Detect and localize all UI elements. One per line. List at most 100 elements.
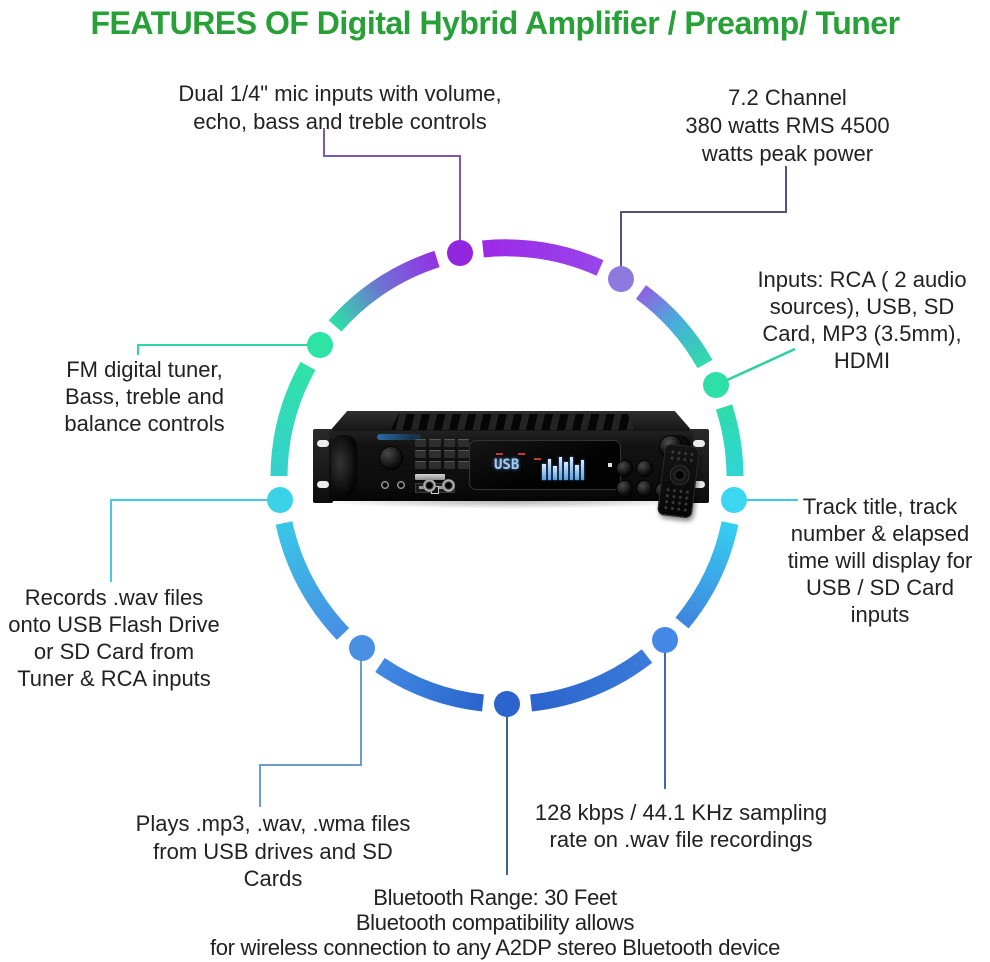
ring-dot-topright <box>608 266 634 292</box>
remote-buttons <box>668 448 695 465</box>
echo-knob <box>616 480 633 497</box>
spectrum-analyzer-bars <box>542 454 586 480</box>
panel-button <box>443 461 455 469</box>
callout-mic-inputs: Dual 1/4" mic inputs with volume, echo, … <box>120 80 560 136</box>
corner-handle-left <box>331 435 357 497</box>
callout-line: 7.2 Channel <box>728 85 847 110</box>
ring-dot-top <box>447 240 473 266</box>
mic-jack-3-5mm <box>381 481 389 489</box>
rack-hole <box>693 440 705 447</box>
callout-line: balance controls <box>64 411 225 436</box>
balance-knob <box>636 480 653 497</box>
bass-knob <box>616 460 633 477</box>
callout-line: Track title, track <box>802 494 958 519</box>
callout-line: FM digital tuner, <box>66 357 223 382</box>
remote-dpad <box>668 463 691 487</box>
ring-dot-rightlower <box>721 487 747 513</box>
display-source-text: USB <box>494 457 520 473</box>
panel-button <box>429 461 441 469</box>
callout-channel-power: 7.2 Channel 380 watts RMS 4500 watts pea… <box>640 84 935 168</box>
eq-bar <box>558 457 562 480</box>
ring-arc-lowerleft <box>275 521 350 640</box>
callout-line: Plays .mp3, .wav, .wma files <box>135 811 411 836</box>
ring-dot-bottomleft <box>349 635 375 661</box>
ring-dot-left <box>267 487 293 513</box>
callout-line: time will display for <box>787 548 973 573</box>
callout-line: rate on .wav file recordings <box>549 827 813 852</box>
callout-line: Card, MP3 (3.5mm), <box>762 321 962 346</box>
mic-jack-quarter-inch <box>442 479 455 492</box>
callout-line: Tuner & RCA inputs <box>17 666 211 691</box>
connector-inputs <box>724 347 796 383</box>
display-indicator <box>534 458 541 460</box>
callout-line: USB / SD Card <box>806 575 954 600</box>
callout-line: echo, bass and treble controls <box>193 109 487 134</box>
callout-line: HDMI <box>833 348 891 373</box>
callout-line: from USB drives and SD <box>153 838 393 864</box>
display-dot <box>608 463 612 467</box>
panel-button <box>429 450 441 458</box>
treble-knob <box>636 460 653 477</box>
ring-arc-left <box>270 361 316 477</box>
callout-line: number & elapsed <box>790 521 970 546</box>
remote-buttons <box>662 486 691 514</box>
ring-dot-bottom <box>494 691 520 717</box>
callout-line: inputs <box>850 602 910 627</box>
ring-arc-topright <box>635 285 713 369</box>
ring-arc-top <box>482 239 604 276</box>
callout-line: Cards <box>243 866 303 891</box>
eq-bar <box>575 465 579 480</box>
mic-volume-knob <box>379 446 403 470</box>
rack-hole <box>317 481 329 488</box>
panel-button <box>415 450 427 458</box>
page-title: FEATURES OF Digital Hybrid Amplifier / P… <box>90 5 900 41</box>
callout-fm-tuner: FM digital tuner, Bass, treble and balan… <box>22 356 267 437</box>
callout-line: Bass, treble and <box>65 384 224 409</box>
eq-bar <box>547 459 551 480</box>
rack-hole <box>317 440 329 447</box>
callout-line: Bluetooth compatibility allows <box>355 910 635 935</box>
callout-line: Bluetooth Range: 30 Feet <box>373 885 617 910</box>
eq-bar <box>580 460 584 480</box>
panel-button <box>415 439 427 447</box>
panel-button <box>457 450 469 458</box>
brand-logo <box>377 434 421 440</box>
ring-arc-lowerright <box>675 521 739 629</box>
amp-vent-slots <box>391 414 635 430</box>
callout-line: watts peak power <box>701 141 874 166</box>
mic-jack-quarter-inch <box>423 479 436 492</box>
lcd-display: USB <box>469 440 621 490</box>
rack-hole <box>693 481 705 488</box>
callout-line: sources), USB, SD <box>769 294 955 319</box>
ring-arc-bottomright <box>530 649 653 712</box>
connector-records <box>110 499 278 582</box>
callout-line: Records .wav files <box>24 585 204 610</box>
panel-button <box>429 439 441 447</box>
callout-line: for wireless connection to any A2DP ster… <box>209 935 781 960</box>
eq-bar <box>542 464 546 480</box>
callout-line: Dual 1/4" mic inputs with volume, <box>178 81 502 106</box>
eq-bar <box>564 462 568 480</box>
panel-button <box>443 450 455 458</box>
panel-button <box>443 439 455 447</box>
callout-line: or SD Card from <box>33 639 195 664</box>
connector-plays <box>259 650 362 807</box>
callout-plays-files: Plays .mp3, .wav, .wma files from USB dr… <box>108 810 438 893</box>
display-indicator <box>518 453 525 455</box>
ring-dot-leftupper <box>307 332 333 358</box>
ring-arc-bottomleft <box>375 657 485 712</box>
eq-bar <box>569 457 573 480</box>
eq-bar <box>553 466 557 480</box>
ring-arc-right <box>715 404 744 477</box>
rack-ear-left <box>313 429 333 503</box>
mic-jack-3-5mm <box>397 481 405 489</box>
ring-arc-topleft <box>328 250 440 332</box>
amp-top-panel <box>329 411 693 432</box>
panel-button <box>457 439 469 447</box>
ring-dot-rightupper <box>703 372 729 398</box>
control-button-grid <box>415 439 469 472</box>
usb-port <box>415 474 445 480</box>
connector-mic <box>323 128 461 250</box>
amp-front-panel: USB <box>329 431 701 519</box>
